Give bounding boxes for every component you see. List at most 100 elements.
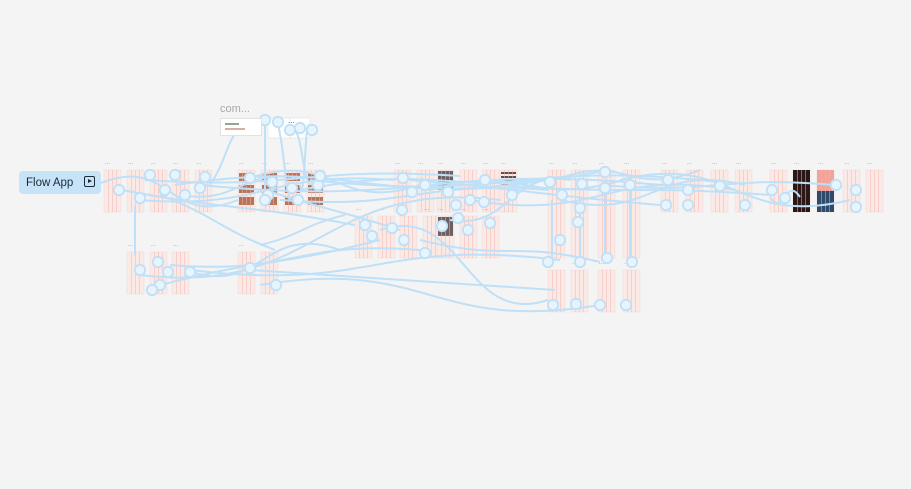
connection-node[interactable]	[112, 183, 126, 197]
prototype-connection[interactable]	[249, 269, 556, 291]
connection-node[interactable]	[293, 121, 307, 135]
connection-node[interactable]	[365, 229, 379, 243]
connection-node[interactable]	[133, 191, 147, 205]
connection-node[interactable]	[183, 265, 197, 279]
connection-node[interactable]	[418, 178, 432, 192]
connection-node[interactable]	[258, 193, 272, 207]
connection-node[interactable]	[478, 173, 492, 187]
connection-node[interactable]	[778, 191, 792, 205]
connection-node[interactable]	[291, 193, 305, 207]
connection-node[interactable]	[285, 181, 299, 195]
connection-node[interactable]	[133, 263, 147, 277]
connection-node[interactable]	[449, 198, 463, 212]
prototype-connection[interactable]	[559, 179, 746, 206]
prototype-connection[interactable]	[259, 277, 601, 313]
connection-node[interactable]	[271, 115, 285, 129]
connection-node[interactable]	[418, 246, 432, 260]
connection-node[interactable]	[573, 255, 587, 269]
connection-node[interactable]	[543, 175, 557, 189]
prototype-connection[interactable]	[309, 174, 721, 188]
screen-frame[interactable]: ...	[816, 160, 835, 213]
connection-node[interactable]	[713, 179, 727, 193]
screen-frame[interactable]: ...	[865, 160, 884, 213]
connection-node[interactable]	[659, 198, 673, 212]
play-icon[interactable]	[84, 176, 95, 187]
connection-node[interactable]	[143, 168, 157, 182]
connection-node[interactable]	[505, 188, 519, 202]
connection-node[interactable]	[158, 183, 172, 197]
prototype-connection[interactable]	[429, 179, 624, 191]
prototype-connection[interactable]	[419, 239, 601, 263]
connection-node[interactable]	[598, 181, 612, 195]
connection-node[interactable]	[405, 185, 419, 199]
connection-node[interactable]	[849, 183, 863, 197]
screen-frame[interactable]: ...	[792, 160, 811, 213]
connection-node[interactable]	[435, 219, 449, 233]
connection-node[interactable]	[283, 123, 297, 137]
prototype-connection[interactable]	[294, 129, 311, 186]
prototype-connection[interactable]	[499, 184, 771, 196]
flow-starting-point[interactable]: Flow App	[19, 171, 101, 194]
connection-node[interactable]	[396, 171, 410, 185]
prototype-connection[interactable]	[554, 169, 701, 181]
connection-node[interactable]	[269, 278, 283, 292]
screen-frame[interactable]: ...	[126, 160, 145, 213]
connection-node[interactable]	[397, 233, 411, 247]
connection-node[interactable]	[625, 255, 639, 269]
connection-node[interactable]	[681, 183, 695, 197]
connection-node[interactable]	[765, 183, 779, 197]
connection-node[interactable]	[161, 265, 175, 279]
comment-frame[interactable]	[220, 118, 262, 136]
connection-node[interactable]	[477, 195, 491, 209]
prototype-connection[interactable]	[619, 172, 851, 208]
prototype-connection[interactable]	[409, 179, 661, 206]
connection-node[interactable]	[441, 185, 455, 199]
connection-node[interactable]	[193, 181, 207, 195]
connection-node[interactable]	[243, 171, 257, 185]
connection-node[interactable]	[243, 261, 257, 275]
connection-node[interactable]	[463, 193, 477, 207]
connection-node[interactable]	[738, 198, 752, 212]
connection-node[interactable]	[145, 283, 159, 297]
prototype-connection[interactable]	[121, 189, 356, 226]
prototype-connection[interactable]	[189, 253, 561, 277]
connection-node[interactable]	[573, 201, 587, 215]
connection-node[interactable]	[569, 297, 583, 311]
connection-node[interactable]	[829, 178, 843, 192]
connection-node[interactable]	[553, 233, 567, 247]
connection-node[interactable]	[598, 165, 612, 179]
prototype-connection[interactable]	[184, 242, 341, 278]
connection-node[interactable]	[546, 298, 560, 312]
prototype-connection[interactable]	[259, 214, 346, 246]
connection-node[interactable]	[451, 211, 465, 225]
prototype-connection[interactable]	[379, 224, 549, 306]
connection-node[interactable]	[600, 251, 614, 265]
connection-node[interactable]	[305, 123, 319, 137]
screen-frame[interactable]: ...	[622, 160, 641, 259]
connection-node[interactable]	[555, 188, 569, 202]
connection-node[interactable]	[623, 178, 637, 192]
prototype-connection[interactable]	[179, 175, 301, 198]
connection-node[interactable]	[619, 298, 633, 312]
connection-node[interactable]	[661, 173, 675, 187]
prototype-connection[interactable]	[139, 196, 501, 279]
connection-node[interactable]	[358, 218, 372, 232]
connection-node[interactable]	[313, 169, 327, 183]
connection-node[interactable]	[541, 255, 555, 269]
connection-node[interactable]	[265, 175, 279, 189]
connection-node[interactable]	[575, 177, 589, 191]
connection-node[interactable]	[593, 298, 607, 312]
connection-node[interactable]	[168, 168, 182, 182]
connection-node[interactable]	[483, 216, 497, 230]
connection-node[interactable]	[461, 223, 475, 237]
prototype-connection[interactable]	[264, 189, 401, 231]
prototype-connection[interactable]	[159, 194, 276, 251]
connection-node[interactable]	[151, 255, 165, 269]
connection-node[interactable]	[571, 215, 585, 229]
prototype-connection[interactable]	[277, 124, 291, 201]
connection-node[interactable]	[395, 203, 409, 217]
connection-node[interactable]	[385, 221, 399, 235]
connection-node[interactable]	[849, 200, 863, 214]
connection-node[interactable]	[198, 170, 212, 184]
